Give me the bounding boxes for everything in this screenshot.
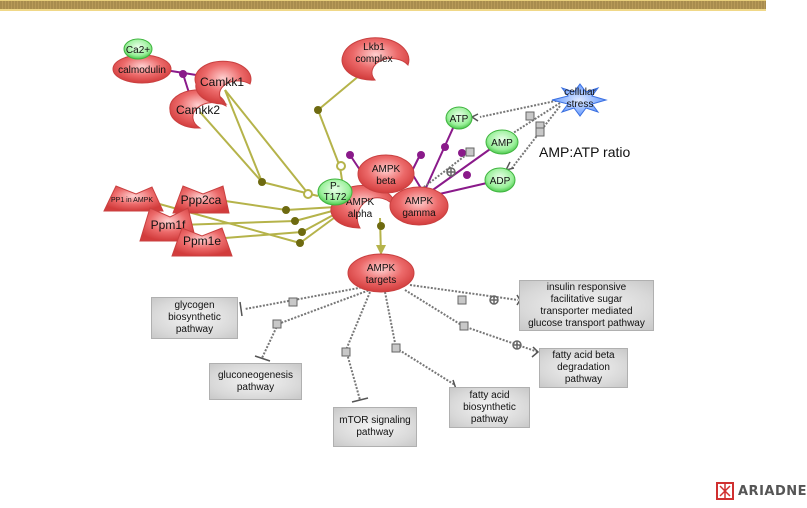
amp-atp-ratio-label: AMP:ATP ratio: [539, 144, 631, 160]
adp-label: ADP: [490, 176, 511, 187]
pathway-glycogen-biosynthetic[interactable]: glycogen biosynthetic pathway: [151, 297, 238, 339]
ariadne-logo-text: ARIADNE: [738, 483, 807, 499]
phospho-markers: [303, 161, 346, 199]
ampk-targets-node[interactable]: [347, 253, 415, 293]
p-t172-label-1: P-: [330, 181, 340, 192]
ca2-label: Ca2+: [126, 45, 150, 56]
pathway-gluconeogenesis[interactable]: gluconeogenesis pathway: [209, 363, 302, 400]
p-t172-node[interactable]: [317, 178, 353, 206]
lkb1-complex-node[interactable]: [341, 37, 410, 81]
ppp2ca-node[interactable]: [172, 185, 230, 214]
ampk-targets-label-1: AMPK: [367, 263, 396, 274]
ampk-beta-label-2: beta: [376, 176, 396, 187]
lkb1-label-1: Lkb1: [363, 42, 385, 53]
ariadne-logo-icon: [716, 482, 734, 500]
amp-label: AMP: [491, 138, 513, 149]
camkk1-node[interactable]: [194, 60, 252, 105]
lkb1-label-2: complex: [355, 54, 392, 65]
regulation-edges: [244, 99, 561, 401]
header-bar: [0, 0, 766, 11]
pathway-fatty-acid-biosynthetic[interactable]: fatty acid biosynthetic pathway: [449, 387, 530, 428]
plus-markers: [446, 167, 522, 350]
ampk-targets-label-2: targets: [366, 275, 397, 286]
ppm1f-label: Ppm1f: [151, 218, 186, 232]
atp-label: ATP: [450, 114, 469, 125]
atp-node[interactable]: [445, 106, 473, 130]
binding-junctions: [179, 70, 471, 179]
cellular-stress-label-1: cellular: [564, 87, 596, 98]
pathway-mtor-signaling[interactable]: mTOR signaling pathway: [333, 407, 417, 447]
camkk2-label: Camkk2: [176, 103, 220, 117]
ampk-gamma-node[interactable]: [389, 186, 449, 226]
ppp2ca-label: Ppp2ca: [181, 193, 222, 207]
ppm1e-label: Ppm1e: [183, 234, 221, 248]
edge-junctions: [258, 106, 385, 247]
pathway-insulin-glucose-transport[interactable]: insulin responsive facilitative sugar tr…: [519, 280, 654, 331]
ampk-beta-node[interactable]: [357, 154, 415, 194]
ampk-alpha-label-2: alpha: [348, 209, 373, 220]
cellular-stress-label-2: stress: [567, 99, 594, 110]
arrow-to-targets-icon: [376, 245, 386, 255]
ampk-beta-label-1: AMPK: [372, 164, 401, 175]
ariadne-logo: ARIADNE: [716, 482, 807, 500]
camkk1-label: Camkk1: [200, 75, 244, 89]
ampk-gamma-label-2: gamma: [402, 208, 436, 219]
cellular-stress-node[interactable]: [551, 83, 608, 117]
process-squares: [272, 111, 545, 357]
ca2-node[interactable]: [123, 38, 153, 60]
pathway-fatty-acid-beta-degradation[interactable]: fatty acid beta degradation pathway: [539, 348, 628, 388]
calmodulin-label: calmodulin: [118, 65, 166, 76]
ampk-alpha-label-1: AMPK: [346, 197, 375, 208]
amp-node[interactable]: [485, 129, 519, 155]
ppm1e-node[interactable]: [171, 227, 233, 257]
ampk-gamma-label-1: AMPK: [405, 196, 434, 207]
adp-node[interactable]: [484, 167, 516, 193]
p-t172-label-2: T172: [324, 192, 347, 203]
pp1-label: PP1 in AMPK: [111, 197, 153, 204]
